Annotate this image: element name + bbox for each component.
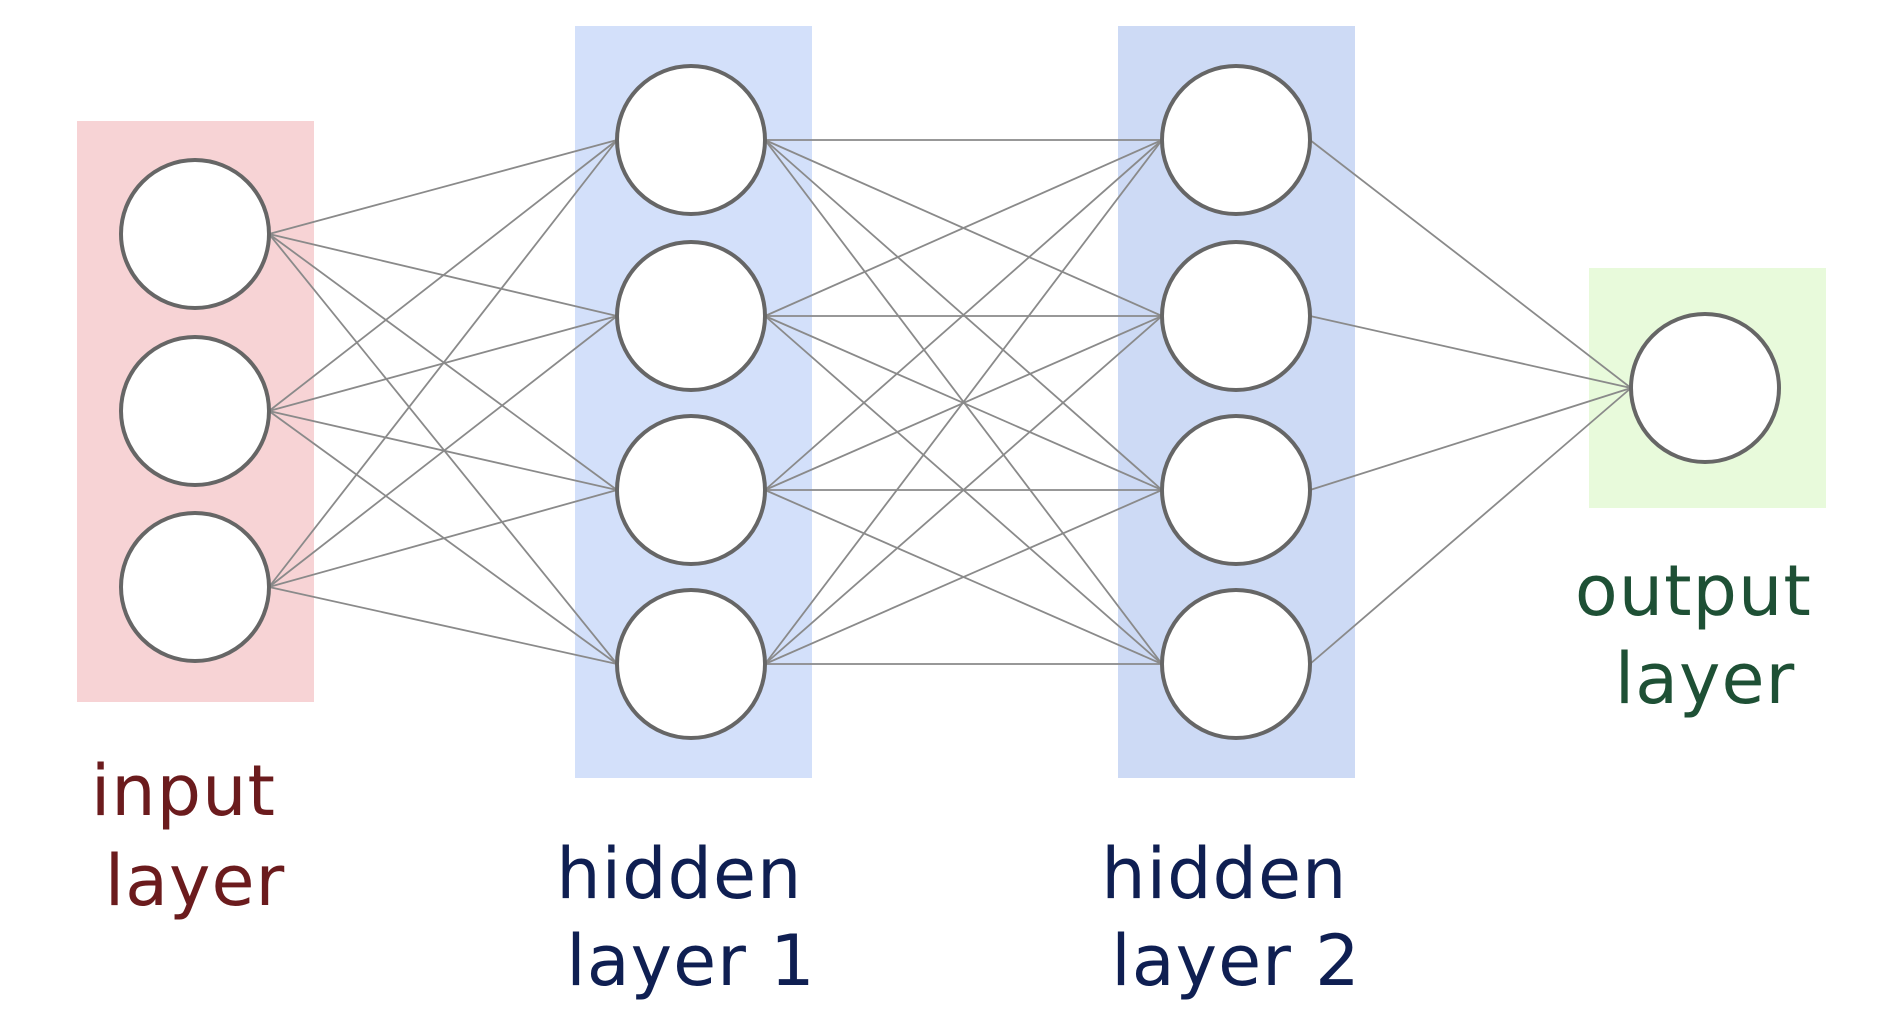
neuron-hidden1-0 bbox=[615, 64, 767, 216]
neuron-input-0 bbox=[119, 158, 271, 310]
hidden-layer-2-label-line1: hidden bbox=[1101, 833, 1347, 915]
connection-hidden2-1-to-output-0 bbox=[1309, 315, 1632, 389]
neuron-hidden2-1 bbox=[1160, 240, 1312, 392]
hidden-layer-2-label: hidden layer 2 bbox=[1101, 833, 1370, 1002]
connection-input-2-to-hidden1-0 bbox=[268, 139, 618, 588]
connection-hidden1-3-to-hidden2-1 bbox=[764, 315, 1163, 665]
output-layer-label: output layer bbox=[1575, 550, 1835, 720]
connection-hidden1-3-to-hidden2-0 bbox=[764, 139, 1163, 665]
output-layer-label-line1: output bbox=[1575, 550, 1812, 632]
connection-input-0-to-hidden1-0 bbox=[268, 139, 618, 235]
neuron-hidden1-3 bbox=[615, 588, 767, 740]
neuron-input-2 bbox=[119, 511, 271, 663]
connection-hidden2-2-to-output-0 bbox=[1309, 387, 1632, 491]
connection-input-1-to-hidden1-0 bbox=[268, 139, 618, 412]
input-layer-label-line2: layer bbox=[105, 840, 286, 922]
input-layer-label: input layer bbox=[91, 750, 299, 922]
hidden-layer-1-label: hidden layer 1 bbox=[556, 833, 825, 1002]
neuron-hidden1-1 bbox=[615, 240, 767, 392]
output-layer-label-line2: layer bbox=[1615, 638, 1796, 720]
connection-input-2-to-hidden1-3 bbox=[268, 586, 618, 665]
neurons bbox=[119, 64, 1781, 740]
connection-input-2-to-hidden1-2 bbox=[268, 489, 618, 588]
connection-input-2-to-hidden1-1 bbox=[268, 315, 618, 588]
neuron-hidden2-3 bbox=[1160, 588, 1312, 740]
neuron-hidden1-2 bbox=[615, 414, 767, 566]
connection-hidden1-2-to-hidden2-0 bbox=[764, 139, 1163, 491]
hidden-layer-1-label-line1: hidden bbox=[556, 833, 802, 915]
neuron-hidden2-0 bbox=[1160, 64, 1312, 216]
connection-input-1-to-hidden1-3 bbox=[268, 410, 618, 665]
neuron-output-0 bbox=[1629, 312, 1781, 464]
connection-input-0-to-hidden1-2 bbox=[268, 233, 618, 491]
hidden-layer-1-label-line2: layer 1 bbox=[566, 920, 815, 1002]
hidden-layer-2-label-line2: layer 2 bbox=[1111, 920, 1360, 1002]
neuron-hidden2-2 bbox=[1160, 414, 1312, 566]
neuron-input-1 bbox=[119, 335, 271, 487]
connection-hidden1-3-to-hidden2-2 bbox=[764, 489, 1163, 665]
connection-hidden2-0-to-output-0 bbox=[1309, 139, 1632, 389]
connection-hidden2-3-to-output-0 bbox=[1309, 387, 1632, 665]
connection-hidden1-1-to-hidden2-0 bbox=[764, 139, 1163, 317]
input-layer-label-line1: input bbox=[91, 750, 276, 832]
connections bbox=[268, 139, 1632, 665]
connection-input-0-to-hidden1-3 bbox=[268, 233, 618, 665]
